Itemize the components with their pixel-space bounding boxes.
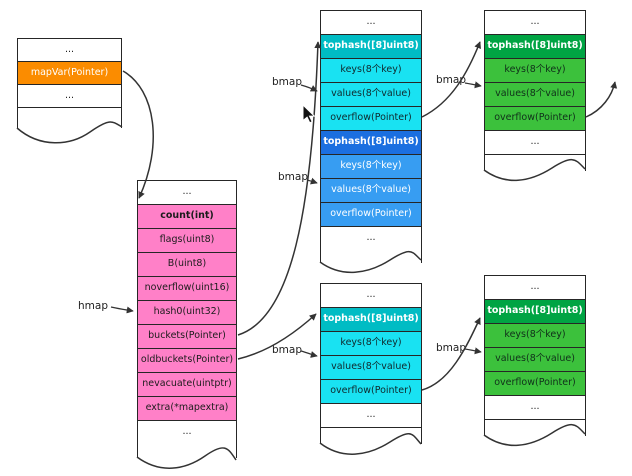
hmap-count-row: count(int) bbox=[138, 205, 236, 229]
bmap-label-arrow-4 bbox=[464, 81, 482, 89]
table-row: ... bbox=[182, 426, 192, 437]
table-row: ... bbox=[321, 11, 421, 35]
hmap-label-arrow bbox=[110, 306, 134, 314]
bmap-tophash-row: tophash([8]uint8) bbox=[485, 35, 585, 59]
hmap-hash0-row: hash0(uint32) bbox=[138, 301, 236, 325]
table-row: ... bbox=[138, 181, 236, 205]
bmap-label-arrow-5 bbox=[464, 347, 482, 355]
bmap-label-arrow-3 bbox=[300, 350, 318, 358]
hmap-flags-row: flags(uint8) bbox=[138, 229, 236, 253]
bmap-label-4: bmap bbox=[436, 74, 466, 86]
bmap-label-1: bmap bbox=[272, 76, 302, 88]
mapvar-pointer-cell: mapVar(Pointer) bbox=[18, 62, 121, 85]
hmap-label: hmap bbox=[78, 300, 108, 312]
hmap-buckets-row: buckets(Pointer) bbox=[138, 325, 236, 349]
table-row: ... bbox=[485, 396, 585, 420]
bmap-tophash-row: tophash([8]uint8) bbox=[321, 308, 421, 332]
mouse-cursor-icon bbox=[302, 103, 316, 124]
table-row: ... bbox=[485, 131, 585, 155]
mapvar-to-hmap-arrow bbox=[122, 70, 154, 199]
hmap-struct-table: ... count(int) flags(uint8) B(uint8) nov… bbox=[137, 180, 237, 458]
table-row bbox=[485, 155, 585, 172]
bmap-keys-row: keys(8个key) bbox=[321, 59, 421, 83]
mapvar-table: ... mapVar(Pointer) ... bbox=[17, 38, 122, 128]
hmap-noverflow-row: noverflow(uint16) bbox=[138, 277, 236, 301]
hmap-b-row: B(uint8) bbox=[138, 253, 236, 277]
table-row bbox=[18, 108, 121, 131]
bmap-keys-row: keys(8个key) bbox=[485, 59, 585, 83]
bmap-keys-row: keys(8个key) bbox=[485, 324, 585, 348]
bmap-values-row: values(8个value) bbox=[485, 348, 585, 372]
bmap-values-row: values(8个value) bbox=[321, 83, 421, 107]
bmap-keys-row: keys(8个key) bbox=[321, 155, 421, 179]
bmap-overflow-row: overflow(Pointer) bbox=[485, 372, 585, 396]
hmap-nevacuate-row: nevacuate(uintptr) bbox=[138, 373, 236, 397]
bmap-label-3: bmap bbox=[272, 344, 302, 356]
hmap-oldbuckets-row: oldbuckets(Pointer) bbox=[138, 349, 236, 373]
overflow-to-green-bottom-arrow bbox=[421, 317, 481, 391]
table-row: ... bbox=[321, 404, 421, 428]
bmap-overflow-row: overflow(Pointer) bbox=[485, 107, 585, 131]
table-row bbox=[485, 420, 585, 437]
bmap-values-row: values(8个value) bbox=[321, 356, 421, 380]
bucket-array-top-table: ... tophash([8]uint8) keys(8个key) values… bbox=[320, 10, 422, 263]
table-row: ... bbox=[321, 284, 421, 308]
bmap-tophash-row: tophash([8]uint8) bbox=[321, 131, 421, 155]
bmap-label-2: bmap bbox=[278, 171, 308, 183]
overflow-bucket-bottom-table: ... tophash([8]uint8) keys(8个key) values… bbox=[484, 275, 586, 436]
bmap-label-arrow-2 bbox=[306, 177, 318, 185]
table-row: ... bbox=[366, 232, 376, 243]
bmap-tophash-row: tophash([8]uint8) bbox=[321, 35, 421, 59]
table-row: ... bbox=[18, 85, 121, 108]
table-row: ... bbox=[18, 39, 121, 62]
bucket-array-bottom-table: ... tophash([8]uint8) keys(8个key) values… bbox=[320, 283, 422, 444]
hmap-extra-row: extra(*mapextra) bbox=[138, 397, 236, 421]
table-row: ... bbox=[485, 11, 585, 35]
bmap-tophash-row: tophash([8]uint8) bbox=[485, 300, 585, 324]
bmap-values-row: values(8个value) bbox=[321, 179, 421, 203]
bmap-label-arrow-1 bbox=[300, 84, 318, 92]
bmap-overflow-row: overflow(Pointer) bbox=[321, 107, 421, 131]
overflow-bucket-top-table: ... tophash([8]uint8) keys(8个key) values… bbox=[484, 10, 586, 171]
bmap-label-5: bmap bbox=[436, 342, 466, 354]
green-overflow-out-arrow bbox=[585, 81, 618, 118]
bmap-overflow-row: overflow(Pointer) bbox=[321, 203, 421, 227]
bmap-overflow-row: overflow(Pointer) bbox=[321, 380, 421, 404]
bmap-keys-row: keys(8个key) bbox=[321, 332, 421, 356]
table-row bbox=[321, 428, 421, 445]
bmap-values-row: values(8个value) bbox=[485, 83, 585, 107]
table-row: ... bbox=[485, 276, 585, 300]
